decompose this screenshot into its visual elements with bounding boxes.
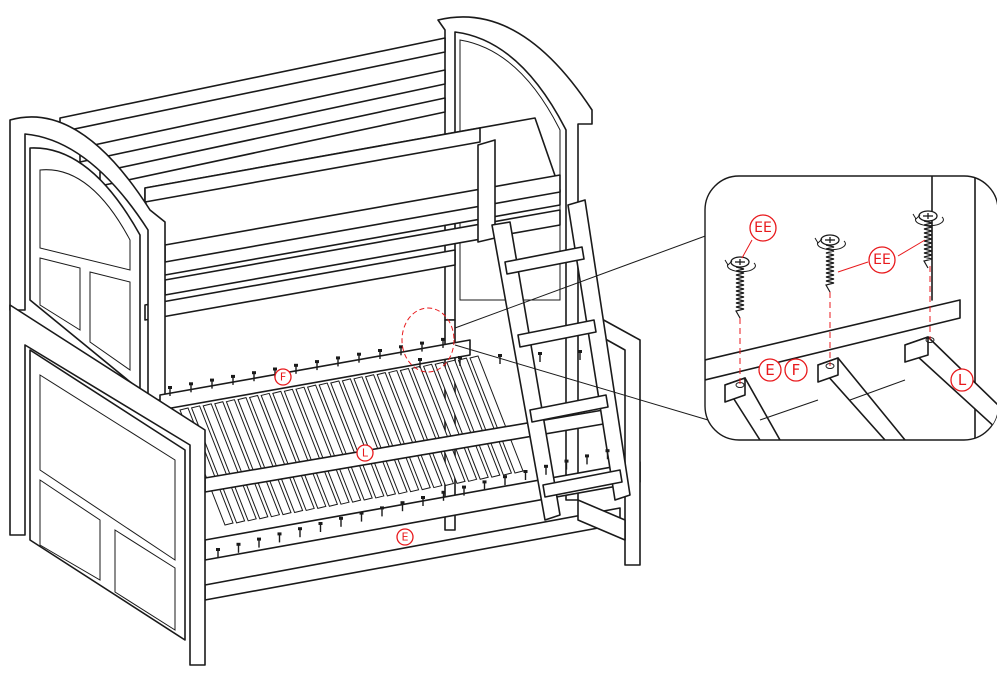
label-e-main: E (396, 528, 414, 546)
screw-icon (462, 485, 466, 496)
screw-icon (482, 480, 487, 491)
screw-icon (458, 356, 462, 366)
rotate-arrow-icon (912, 213, 944, 227)
screw-icon (359, 511, 364, 522)
label-ee-mid-text: EE (873, 252, 891, 268)
lower-left-footboard (9, 304, 206, 666)
label-e-detail-text: E (765, 361, 774, 379)
label-l-main-text: L (362, 447, 369, 460)
screw-icon (441, 490, 446, 501)
label-l-detail: L (950, 368, 974, 392)
screw-icon (378, 349, 382, 359)
wood-screw-icon (912, 210, 944, 269)
screw-icon (380, 506, 384, 517)
detail-inset: EE EE E F L (704, 175, 997, 441)
label-ee-mid: EE (868, 246, 896, 274)
upper-side-rails (144, 117, 561, 321)
screw-icon (544, 464, 548, 475)
screw-icon (298, 527, 302, 538)
screw-icon (257, 537, 261, 548)
label-e-detail: E (758, 358, 782, 382)
screw-icon (231, 374, 235, 385)
label-f-detail-text: F (792, 361, 801, 379)
rotate-arrow-icon (814, 237, 846, 251)
zoom-callout (401, 234, 709, 421)
label-f-main-text: F (280, 371, 286, 384)
rail-screws (168, 337, 610, 558)
label-e-main-text: E (402, 531, 409, 544)
screw-icon (168, 386, 172, 396)
screw-icon (210, 378, 214, 389)
screw-icon (441, 337, 445, 348)
screw-icon (315, 360, 319, 371)
screw-icon (421, 496, 425, 506)
lower-slats (179, 355, 524, 526)
label-ee-top-text: EE (754, 220, 772, 236)
screw-icon (277, 532, 282, 543)
rotate-arrow-icon (724, 259, 756, 273)
upper-back-rails (59, 37, 446, 187)
screw-icon (605, 449, 610, 460)
upper-right-headboard (437, 16, 593, 501)
label-ee-top: EE (749, 214, 777, 242)
screw-icon (336, 356, 340, 367)
screw-icon (189, 382, 193, 393)
screw-icon (420, 341, 424, 352)
screw-icon (252, 371, 256, 382)
wood-screw-icon (724, 256, 756, 319)
screw-icon (538, 352, 542, 362)
screw-icon (503, 475, 507, 486)
lower-bunk (9, 304, 641, 666)
screw-icon (564, 459, 569, 470)
screw-icon (418, 358, 422, 368)
screw-icon (339, 516, 343, 527)
screw-icon (216, 548, 220, 558)
label-l-detail-text: L (958, 371, 967, 389)
label-f-main: F (274, 368, 292, 386)
label-f-detail: F (784, 358, 808, 382)
detail-screws (724, 210, 944, 319)
screw-icon (294, 363, 298, 374)
upper-bunk (9, 16, 593, 501)
label-l-main: L (356, 444, 374, 462)
screw-icon (236, 542, 241, 553)
ladder (491, 199, 631, 521)
wood-screw-icon (814, 234, 846, 293)
screw-icon (400, 501, 405, 512)
screw-icon (523, 470, 528, 480)
screw-icon (399, 345, 403, 356)
screw-icon (498, 354, 502, 364)
screw-icon (585, 454, 589, 465)
screw-icon (357, 352, 361, 363)
screw-icon (578, 350, 582, 360)
screw-icon (318, 522, 323, 532)
